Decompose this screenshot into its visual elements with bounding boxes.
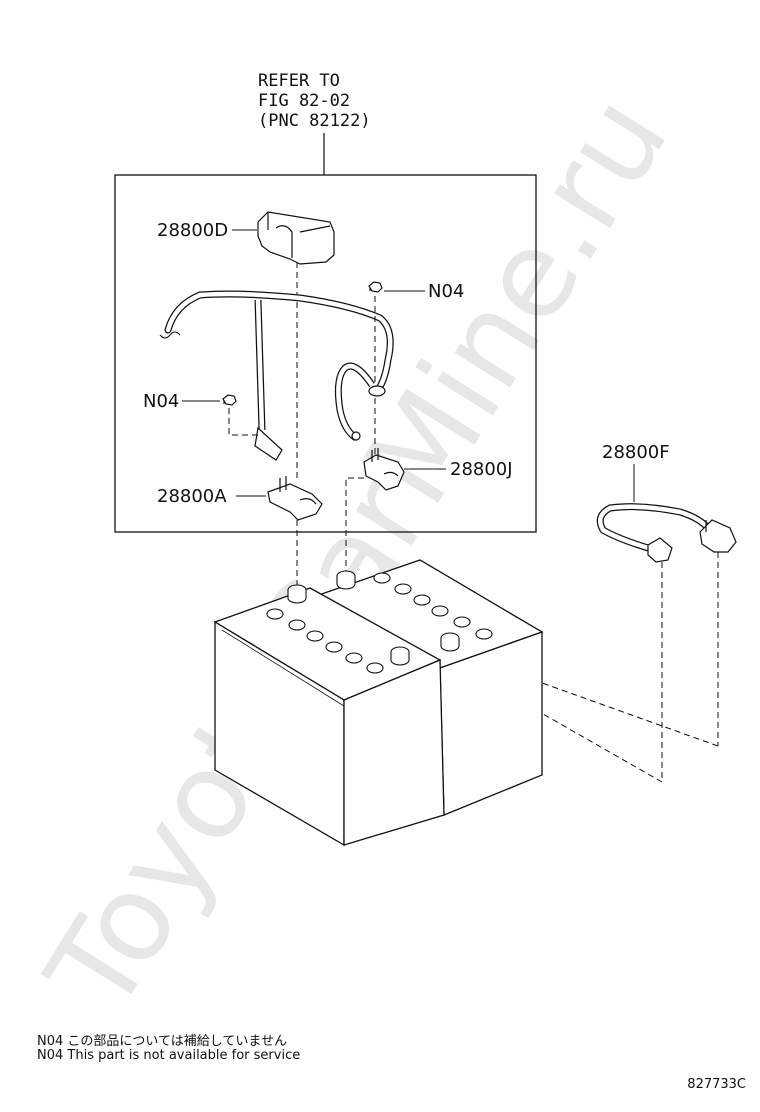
battery-cable-f-part[interactable]: 28800F [399, 442, 737, 783]
label-n04-upper: N04 [428, 281, 464, 302]
terminal-cover-part[interactable]: 28800D [157, 211, 335, 478]
nut-upper-part[interactable]: N04 [368, 281, 464, 385]
wire-end-cap [351, 431, 361, 441]
label-28800a: 28800A [157, 486, 227, 507]
note-japanese: N04 この部品については補給していません [37, 1034, 287, 1049]
terminal-cover-shape [257, 211, 335, 265]
refer-line-1: REFER TO [258, 71, 340, 91]
clamp-j-shape [363, 448, 405, 491]
terminal-clamp-a-part[interactable]: 28800A [157, 476, 323, 590]
cable-f-clamp-left [647, 537, 673, 563]
harness-drop-wire-inner [255, 299, 265, 431]
harness-wavy-end [159, 331, 181, 339]
nut-left-part[interactable]: N04 [143, 391, 262, 436]
nut-left-shape [222, 394, 237, 406]
label-n04-left: N04 [143, 391, 179, 412]
clamp-j-dash-down [345, 477, 364, 575]
refer-to-callout[interactable]: REFER TO FIG 82-02 (PNC 82122) [258, 71, 371, 175]
battery-caps [266, 570, 493, 674]
refer-line-3: (PNC 82122) [258, 111, 371, 131]
cable-f-wire-inner [597, 504, 712, 553]
battery-front-right [343, 659, 445, 846]
note-english: N04 This part is not available for servi… [37, 1048, 301, 1063]
refer-line-2: FIG 82-02 [258, 91, 350, 111]
nut-upper-shape [368, 281, 383, 293]
figure-code: 827733C [687, 1077, 746, 1092]
label-28800d: 28800D [157, 220, 228, 241]
battery-cable-harness[interactable] [159, 290, 394, 461]
clamp-a-shape [267, 476, 323, 521]
battery-lid-edge [221, 629, 345, 707]
battery-pair[interactable] [213, 559, 544, 847]
assembly-frame [114, 174, 537, 533]
watermark-text: ToyotaCarMine.ru [21, 73, 695, 1037]
harness-main-wire-inner [165, 291, 393, 393]
ring-terminal-upper [368, 385, 386, 397]
label-28800f: 28800F [602, 442, 670, 463]
label-28800j: 28800J [450, 459, 513, 480]
terminal-clamp-j-part[interactable]: 28800J [345, 398, 513, 575]
harness-lower-loop-inner [336, 363, 374, 440]
watermark: ToyotaCarMine.ru [21, 73, 695, 1037]
ring-terminal-lower [254, 426, 283, 461]
cable-f-clamp-right [699, 519, 737, 553]
